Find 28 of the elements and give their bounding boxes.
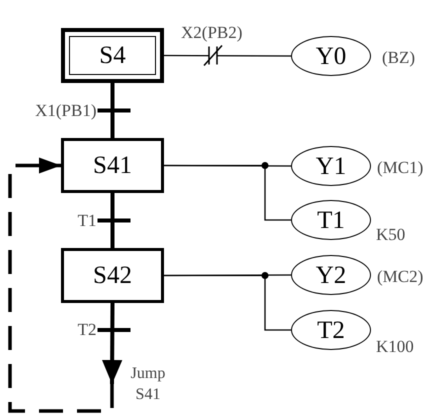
jump-note: Jump S41 bbox=[130, 364, 166, 405]
edge-label: T1 bbox=[78, 212, 96, 228]
output-line bbox=[164, 164, 291, 221]
edge-label: X1(PB1) bbox=[35, 102, 96, 118]
step-box bbox=[61, 138, 164, 193]
sequence-link bbox=[110, 193, 114, 248]
initial-step-box bbox=[61, 28, 164, 83]
device-note: (BZ) bbox=[382, 49, 416, 66]
edge-label: T2 bbox=[78, 321, 96, 338]
step-label: S4 bbox=[99, 43, 126, 68]
coil-label: Y0 bbox=[316, 44, 346, 68]
device-note: K100 bbox=[376, 338, 414, 355]
coil-label: Y2 bbox=[316, 262, 346, 288]
device-note: (MC2) bbox=[377, 268, 424, 285]
sequence-link bbox=[102, 302, 122, 384]
coil-label: Y1 bbox=[316, 154, 346, 178]
output-line bbox=[164, 274, 291, 331]
coil-label: T1 bbox=[317, 208, 345, 232]
device-note: (MC1) bbox=[377, 159, 424, 176]
edge-label: X2(PB2) bbox=[181, 24, 242, 40]
step-box bbox=[61, 248, 164, 303]
step-label: S41 bbox=[93, 153, 132, 178]
coil-label: T2 bbox=[317, 318, 345, 342]
sequence-link bbox=[110, 83, 114, 138]
jump-connector bbox=[8, 158, 114, 413]
output-line bbox=[164, 54, 291, 57]
step-label: S42 bbox=[93, 263, 132, 288]
device-note: K50 bbox=[376, 226, 406, 243]
